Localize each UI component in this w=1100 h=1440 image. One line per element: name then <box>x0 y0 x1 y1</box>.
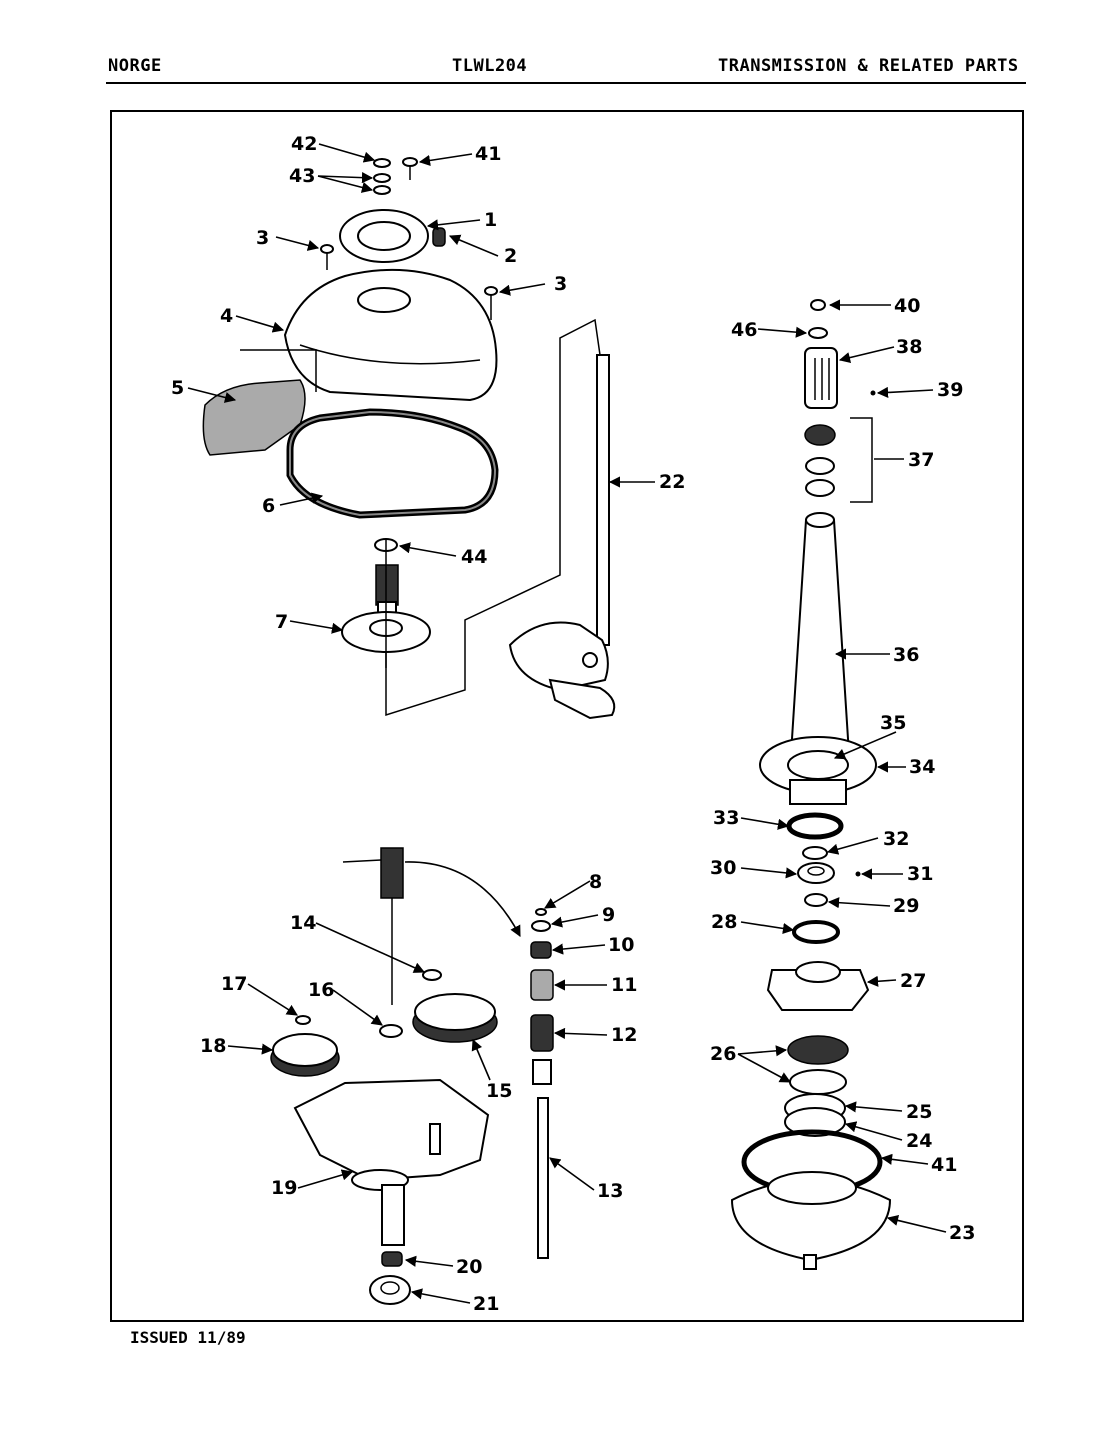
callout-38: 38 <box>896 336 922 358</box>
callout-44: 43 <box>289 165 315 187</box>
washer-14 <box>422 969 442 981</box>
callout-16: 16 <box>308 979 334 1001</box>
callout-14: 14 <box>290 912 316 934</box>
callout-41: 41 <box>931 1154 957 1176</box>
gasket-6 <box>286 408 499 519</box>
pin-39 <box>870 390 876 396</box>
washer-8 <box>535 908 547 916</box>
callout-13: 13 <box>597 1180 623 1202</box>
washer-46 <box>808 327 828 339</box>
bearing-21 <box>369 1275 411 1305</box>
snap-ring-32 <box>802 846 828 860</box>
callout-10: 10 <box>608 934 634 956</box>
top-washers-43-44 <box>373 158 391 195</box>
section-title: TRANSMISSION & RELATED PARTS <box>718 56 1019 76</box>
model-number: TLWL204 <box>452 56 528 76</box>
plug-2 <box>432 227 446 247</box>
callout-9: 9 <box>602 904 615 926</box>
seal-20 <box>381 1251 403 1267</box>
screw-3-right <box>484 286 498 320</box>
callout-31: 31 <box>907 863 933 885</box>
callout-15: 15 <box>486 1080 512 1102</box>
callout-22: 22 <box>659 471 685 493</box>
callout-8: 8 <box>589 871 602 893</box>
callout-29: 29 <box>893 895 919 917</box>
gear-18 <box>270 1033 340 1077</box>
issued-date: ISSUED 11/89 <box>130 1328 246 1347</box>
leader-lines <box>187 143 947 1304</box>
callout-3-left: 3 <box>256 227 269 249</box>
spline-38 <box>804 347 838 409</box>
bolt-42 <box>402 157 418 180</box>
shaft-13 <box>537 1097 549 1259</box>
spring-12 <box>530 1014 554 1052</box>
base-23 <box>730 1171 892 1270</box>
callout-43: 42 <box>291 133 317 155</box>
callout-46: 46 <box>731 319 757 341</box>
spring-washers-37 <box>804 417 873 503</box>
callout-6: 6 <box>262 495 275 517</box>
brand-label: NORGE <box>108 56 162 76</box>
callout-4: 4 <box>220 305 233 327</box>
callout-27: 27 <box>900 970 926 992</box>
callout-11: 11 <box>611 974 637 996</box>
o-ring-33 <box>786 812 844 840</box>
pin-31 <box>855 871 861 877</box>
seal-26 <box>787 1035 849 1095</box>
callout-17: 17 <box>221 973 247 995</box>
transmission-cover-4 <box>283 268 498 402</box>
screw-3-left <box>320 244 334 270</box>
hub-27 <box>766 961 870 1011</box>
callout-37: 37 <box>908 449 934 471</box>
washer-17 <box>295 1015 311 1025</box>
callout-5: 5 <box>171 377 184 399</box>
callout-1: 1 <box>484 209 497 231</box>
gear-case-19 <box>293 1078 490 1246</box>
header-rule <box>106 82 1026 84</box>
callout-20: 20 <box>456 1256 482 1278</box>
gear-15 <box>412 993 498 1043</box>
callout-labels: 42 43 41 1 3 2 3 4 5 6 44 7 22 40 46 38 … <box>171 133 975 1315</box>
callout-30: 30 <box>710 857 736 879</box>
drive-shaft-assembly <box>342 847 521 1005</box>
agitator-shaft-22 <box>385 318 616 720</box>
retaining-ring-40 <box>810 299 826 311</box>
callout-36: 36 <box>893 644 919 666</box>
diagram-frame <box>110 110 1024 1322</box>
callout-42: 41 <box>475 143 501 165</box>
callout-32: 32 <box>883 828 909 850</box>
callout-23: 23 <box>949 1222 975 1244</box>
seal-plate-1 <box>339 209 429 263</box>
callout-35: 35 <box>880 712 906 734</box>
washer-29 <box>804 893 828 907</box>
callout-3-right: 3 <box>554 273 567 295</box>
spin-tube-36 <box>788 512 852 771</box>
callout-19: 19 <box>271 1177 297 1199</box>
callout-26: 26 <box>710 1043 736 1065</box>
callout-39: 39 <box>937 379 963 401</box>
callout-40: 40 <box>894 295 920 317</box>
callout-28: 28 <box>711 911 737 933</box>
washer-16 <box>379 1024 403 1038</box>
callout-25: 25 <box>906 1101 932 1123</box>
callout-12: 12 <box>611 1024 637 1046</box>
callout-24: 24 <box>906 1130 932 1152</box>
collar <box>532 1059 552 1085</box>
callout-45: 44 <box>461 546 487 568</box>
callout-18: 18 <box>200 1035 226 1057</box>
callout-2: 2 <box>504 245 517 267</box>
callout-21: 21 <box>473 1293 499 1315</box>
gear-11 <box>530 969 554 1001</box>
bushing-10 <box>530 941 552 959</box>
flange-34-35 <box>759 736 877 805</box>
callout-7: 7 <box>275 611 288 633</box>
o-ring-28 <box>792 920 840 944</box>
callout-34: 34 <box>909 756 935 778</box>
callout-33: 33 <box>713 807 739 829</box>
washer-9 <box>531 920 551 932</box>
bearing-30 <box>797 862 835 884</box>
bearing-24-25 <box>784 1093 846 1137</box>
